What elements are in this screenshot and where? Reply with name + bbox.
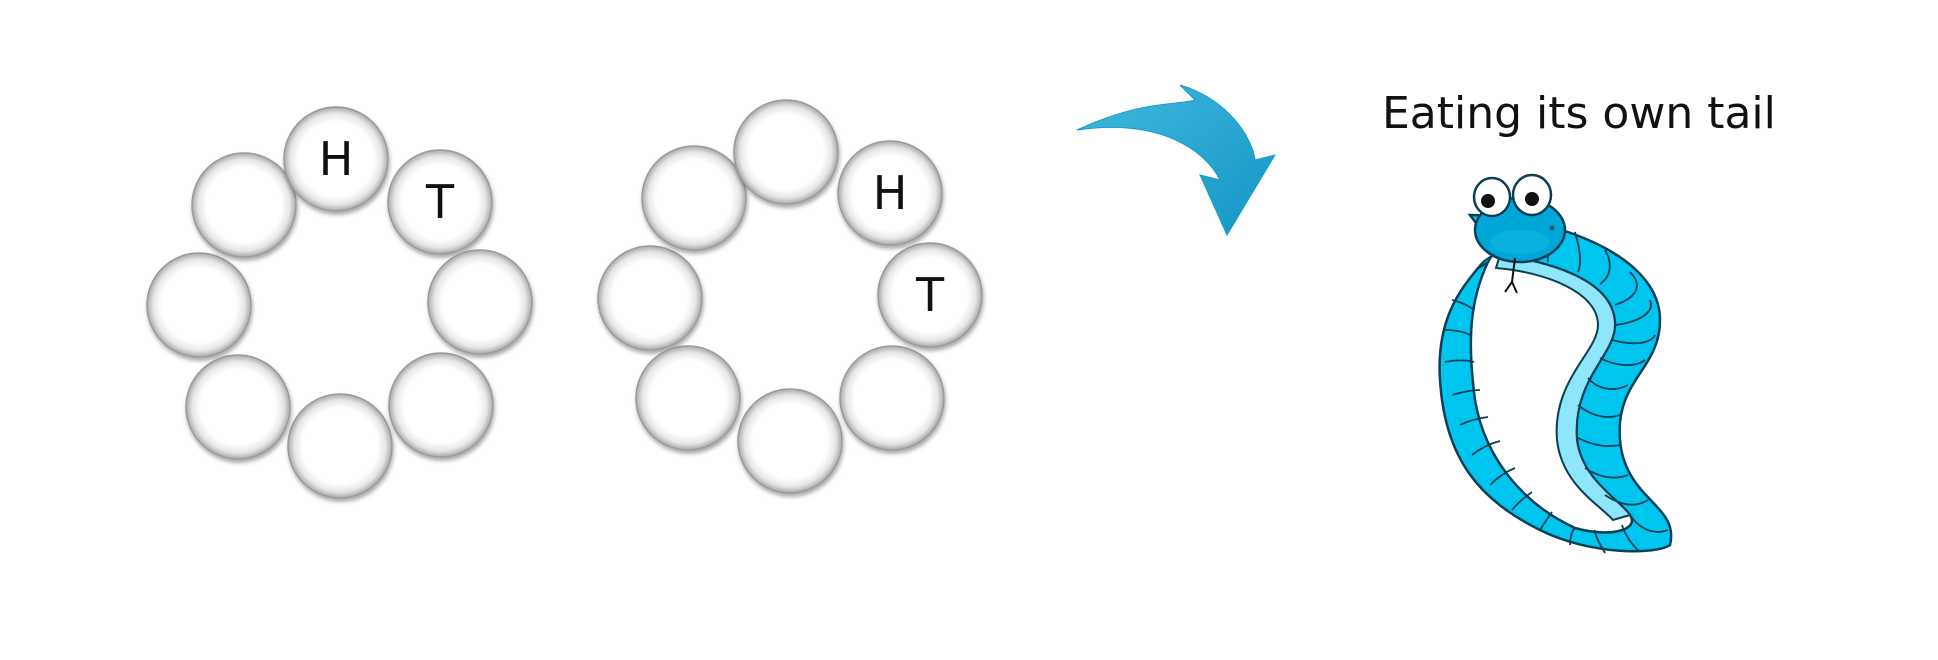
buffer-slot (839, 345, 945, 451)
ring-buffer-right: HT (597, 99, 983, 494)
buffer-slot-circle (597, 245, 703, 351)
buffer-slot (191, 152, 297, 258)
snake-body (1438, 213, 1673, 553)
buffer-slot-label: H (319, 132, 354, 186)
buffer-slot-circle (877, 242, 983, 348)
buffer-slot (733, 99, 839, 205)
buffer-slot: T (877, 242, 983, 348)
buffer-slot-circle (283, 106, 389, 212)
snake-caption: Eating its own tail (1382, 88, 1776, 139)
buffer-slot: H (283, 106, 389, 212)
rotation-arrow-icon (1076, 84, 1277, 237)
snake-tongue (1504, 257, 1518, 294)
ring-buffer-left: HT (146, 106, 533, 499)
buffer-slot-circle (641, 145, 747, 251)
buffer-slot-circle (287, 393, 393, 499)
buffer-slot-label: T (425, 175, 455, 229)
buffer-slot-circle (733, 99, 839, 205)
buffer-slot: T (387, 149, 493, 255)
buffer-slot (287, 393, 393, 499)
buffer-slot (388, 352, 494, 458)
buffer-slot-circle (837, 140, 943, 246)
snake-illustration (1438, 173, 1673, 554)
buffer-slot-circle (191, 152, 297, 258)
buffer-slot-label: H (873, 166, 908, 220)
buffer-slot-circle (388, 352, 494, 458)
buffer-slot-label: T (915, 268, 945, 322)
buffer-slot (737, 388, 843, 494)
buffer-slot-circle (427, 249, 533, 355)
buffer-slot: H (837, 140, 943, 246)
buffer-slot-circle (185, 354, 291, 460)
buffer-slot (597, 245, 703, 351)
buffer-slot (641, 145, 747, 251)
buffer-slot (427, 249, 533, 355)
buffer-slot (146, 252, 252, 358)
buffer-slot (185, 354, 291, 460)
buffer-slot-circle (737, 388, 843, 494)
buffer-slot-circle (635, 345, 741, 451)
buffer-slot (635, 345, 741, 451)
buffer-slot-circle (146, 252, 252, 358)
buffer-slot-circle (387, 149, 493, 255)
buffer-slot-circle (839, 345, 945, 451)
snake-eyes (1472, 173, 1553, 218)
